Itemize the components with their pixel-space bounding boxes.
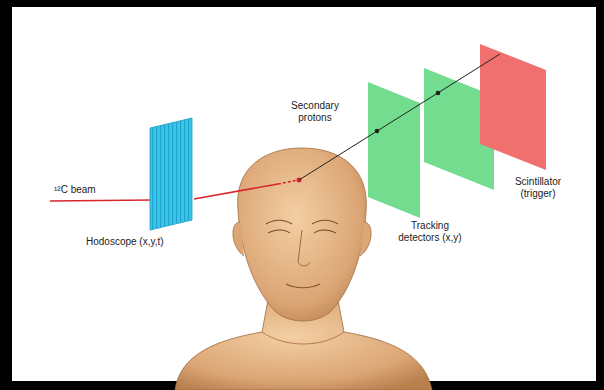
beam-line — [194, 184, 278, 199]
protons-label: Secondary protons — [284, 100, 346, 124]
scintillator-label: Scintillator (trigger) — [505, 176, 571, 200]
track-hit — [375, 129, 380, 134]
beam-line — [50, 200, 152, 201]
hodoscope-panel — [150, 118, 192, 230]
tracking-label: Tracking detectors (x,y) — [390, 220, 470, 244]
hodoscope-label: Hodoscope (x,y,t) — [86, 236, 196, 248]
tracking-detector — [368, 82, 420, 218]
beam-line-inside — [278, 180, 298, 184]
scintillator-panel — [480, 44, 546, 170]
track-hit — [436, 91, 441, 96]
beam-label: ¹²C beam — [54, 184, 134, 196]
